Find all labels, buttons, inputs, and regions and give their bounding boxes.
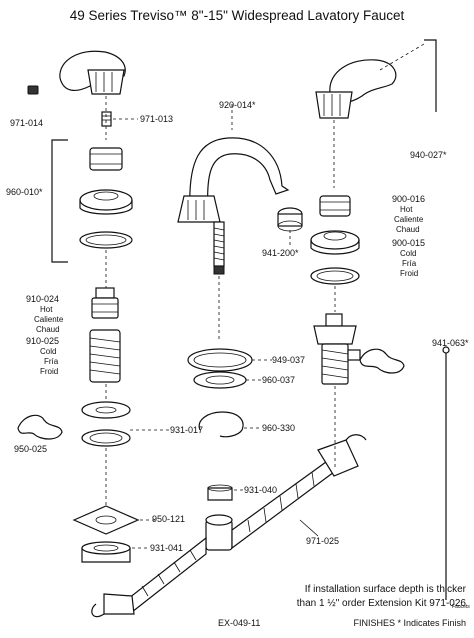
- spout: [177, 137, 290, 223]
- label-cold-r1: Cold: [400, 249, 416, 258]
- label-960-010: 960-010*: [6, 187, 43, 197]
- friction-washer-left: [81, 429, 131, 447]
- valve-cartridge-left: [91, 287, 119, 319]
- gasket-ring-left: [79, 231, 133, 249]
- label-949-037: 949-037: [272, 355, 305, 365]
- label-971-025: 971-025: [306, 536, 339, 546]
- hose-nut-right: [317, 434, 367, 477]
- label-910-024: 910-024: [26, 294, 59, 304]
- label-ex-049-11: EX-049-11: [218, 618, 260, 628]
- handle-screw-left: [27, 85, 39, 95]
- label-cold-2: Fría: [44, 357, 59, 366]
- note-line-2: than 1 ½" order Extension Kit 971-026: [297, 598, 467, 609]
- label-971-013: 971-013: [140, 114, 173, 124]
- faucets-mark: Faucets: [452, 604, 470, 610]
- mounting-washer-left: [81, 401, 131, 419]
- aerator: [277, 207, 303, 232]
- spout-washer: [193, 371, 247, 389]
- finishes-note: FINISHES * Indicates Finish: [353, 618, 466, 628]
- bonnet-nut-right: [319, 195, 351, 217]
- label-941-063: 941-063*: [432, 338, 469, 348]
- label-931-017: 931-017: [170, 425, 203, 435]
- retaining-clip-right: [359, 348, 405, 374]
- locknut-left: [81, 541, 131, 563]
- label-cold-3: Froid: [40, 367, 58, 376]
- right-handle: [315, 59, 397, 119]
- left-handle: [59, 50, 126, 95]
- label-cold-r2: Fría: [402, 259, 417, 268]
- hose-nut-left: [91, 593, 135, 618]
- label-hot-r3: Chaud: [396, 225, 420, 234]
- tee-connector: [205, 514, 233, 551]
- retaining-clip-left: [17, 414, 63, 440]
- label-910-025: 910-025: [26, 336, 59, 346]
- spout-gasket: [187, 348, 253, 372]
- extension-rod: [442, 346, 450, 600]
- label-931-040: 931-040: [244, 485, 277, 495]
- spout-shank: [213, 221, 225, 275]
- c-clip: [198, 411, 244, 438]
- diagram-title: 49 Series Treviso™ 8"-15" Widespread Lav…: [70, 8, 405, 23]
- bonnet-nut-left: [89, 147, 123, 171]
- label-900-016: 900-016: [392, 194, 425, 204]
- label-hot-2: Caliente: [34, 315, 64, 324]
- label-hot-1: Hot: [40, 305, 53, 314]
- label-941-200: 941-200*: [262, 248, 299, 258]
- button-insert-left: [101, 111, 112, 127]
- label-900-015: 900-015: [392, 238, 425, 248]
- escutcheon-left: [79, 189, 133, 215]
- spout-nut: [207, 484, 233, 501]
- label-920-014: 920-014*: [219, 100, 256, 110]
- note-line-1: If installation surface depth is thicker: [305, 584, 467, 595]
- label-hot-r1: Hot: [400, 205, 413, 214]
- label-hot-r2: Caliente: [394, 215, 424, 224]
- label-hot-3: Chaud: [36, 325, 60, 334]
- label-940-027: 940-027*: [410, 150, 447, 160]
- allen-wrench: [424, 39, 437, 112]
- label-960-037: 960-037: [262, 375, 295, 385]
- label-cold-1: Cold: [40, 347, 56, 356]
- threaded-shank-left: [89, 329, 121, 383]
- valve-body-right: [313, 313, 361, 385]
- label-cold-r3: Froid: [400, 269, 418, 278]
- gasket-ring-right: [310, 267, 360, 285]
- label-950-121: 950-121: [152, 514, 185, 524]
- square-spacer-left: [72, 505, 140, 535]
- label-950-025: 950-025: [14, 444, 47, 454]
- label-971-014: 971-014: [10, 118, 43, 128]
- escutcheon-right: [310, 230, 360, 255]
- label-960-330: 960-330: [262, 423, 295, 433]
- label-931-041: 931-041: [150, 543, 183, 553]
